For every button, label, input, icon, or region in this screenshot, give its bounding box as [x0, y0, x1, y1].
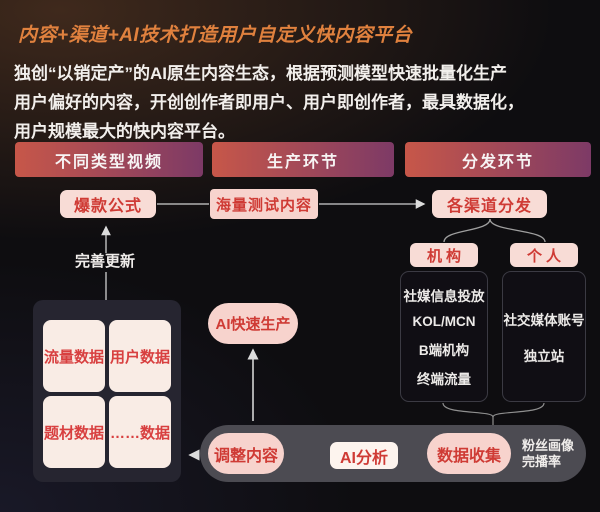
fork-distribution-to-individual [489, 218, 546, 243]
column-header-video-types: 不同类型视频 [15, 142, 203, 177]
node-ai-analysis: AI分析 [330, 442, 398, 469]
node-ai-fast-production: AI快速生产 [208, 303, 298, 344]
institution-item-terminal-traffic: 终端流量 [417, 372, 471, 388]
individual-item-social-account: 社交媒体账号 [503, 312, 585, 328]
intro-line-1: 独创“以销定产”的AI原生内容生态，根据预测模型快速批量化生产 [14, 64, 507, 83]
institution-item-social-ads: 社媒信息投放 [403, 288, 485, 304]
data-card-user: 用户数据 [109, 320, 171, 392]
fan-metrics-line-2: 完播率 [522, 454, 562, 469]
node-channel-distribution: 各渠道分发 [432, 190, 547, 218]
data-card-topic: 题材数据 [43, 396, 105, 468]
individual-item-independent-site: 独立站 [523, 348, 565, 364]
intro-line-3: 用户规模最大的快内容平台。 [14, 122, 235, 141]
fork-distribution-to-institution [443, 218, 491, 243]
column-header-distribution: 分发环节 [405, 142, 591, 177]
node-institution: 机构 [410, 243, 478, 267]
institution-item-b2b: B端机构 [418, 342, 470, 358]
column-header-production: 生产环节 [212, 142, 394, 177]
merge-individual-to-bar [492, 402, 545, 418]
data-card-traffic: 流量数据 [43, 320, 105, 392]
node-mass-test-content: 海量测试内容 [210, 189, 318, 219]
individual-channels-box: 社交媒体账号 独立站 [502, 271, 586, 402]
fan-metrics-label: 粉丝画像 完播率 [522, 438, 578, 470]
node-individual: 个人 [510, 243, 578, 267]
merge-institution-to-bar [442, 402, 494, 418]
fan-metrics-line-1: 粉丝画像 [522, 438, 575, 453]
data-sources-box: 流量数据 用户数据 题材数据 ……数据 [33, 300, 181, 482]
data-card-etc: ……数据 [109, 396, 171, 468]
label-improve-update: 完善更新 [74, 253, 135, 270]
intro-line-2: 用户偏好的内容，开创创作者即用户、用户即创作者，最具数据化， [14, 93, 524, 112]
intro-paragraph: 独创“以销定产”的AI原生内容生态，根据预测模型快速批量化生产 用户偏好的内容，… [14, 59, 592, 146]
institution-item-kol-mcn: KOL/MCN [412, 314, 476, 330]
node-explosive-formula: 爆款公式 [60, 190, 156, 218]
institution-channels-box: 社媒信息投放 KOL/MCN B端机构 终端流量 [400, 271, 488, 402]
node-data-collection: 数据收集 [427, 433, 511, 474]
node-adjust-content: 调整内容 [208, 433, 284, 474]
page-title: 内容+渠道+AI技术打造用户自定义快内容平台 [18, 25, 413, 46]
